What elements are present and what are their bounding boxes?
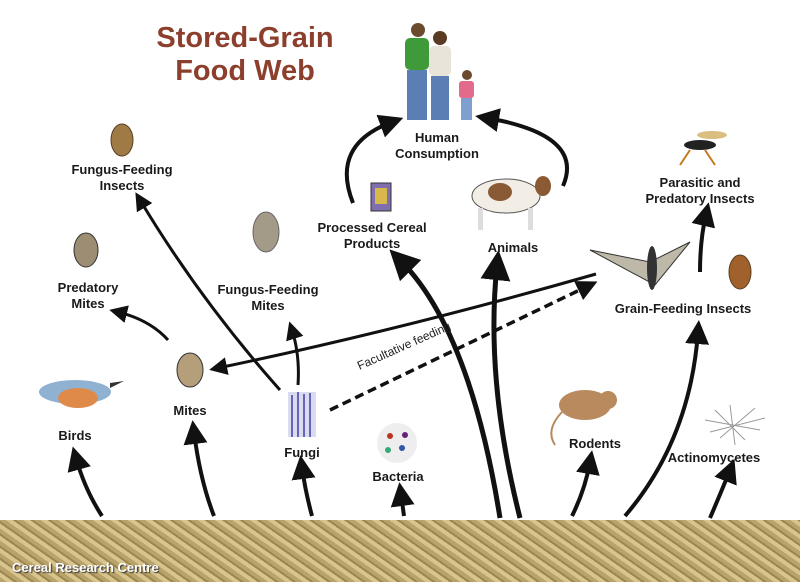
- arrow-grain-to-actinomycetes: [708, 458, 737, 519]
- label-line: Fungus-Feeding: [217, 282, 319, 297]
- arrow-grain-to-birds: [67, 446, 104, 518]
- label-line: Mites: [251, 298, 285, 313]
- label-line: Processed Cereal: [317, 220, 427, 235]
- beetle-illustration: [110, 123, 752, 290]
- mite-illustrations: [73, 211, 280, 388]
- arrow-grain-to-processed: [389, 249, 503, 519]
- actinomycetes-illustration: [704, 404, 766, 446]
- label-line: Mites: [71, 296, 105, 311]
- label-line: Fungus-Feeding: [71, 162, 173, 177]
- humans-illustration: [405, 23, 474, 120]
- arrow-grain-to-mites: [183, 420, 216, 517]
- arrow-grain-to-animals: [480, 250, 523, 519]
- arrow-facultative-feeding: [329, 281, 598, 412]
- label-line: Consumption: [395, 146, 479, 161]
- arrow-grain-to-bacteria: [390, 482, 415, 517]
- cow-illustration: [471, 176, 551, 230]
- stored-grain-bed: [0, 520, 800, 582]
- rodent-illustration: [550, 390, 617, 446]
- label-birds: Birds: [58, 428, 92, 443]
- arrow-grain-to-rodents: [570, 450, 600, 517]
- label-actinomycetes: Actinomycetes: [667, 450, 761, 465]
- label-line: Predatory: [57, 280, 119, 295]
- arrow-grain-insects-to-mites: [209, 272, 597, 375]
- label-line: Parasitic and: [659, 175, 741, 190]
- wasp-illustration: [679, 131, 727, 166]
- arrow-processed-to-human: [344, 114, 404, 204]
- credit-label: Cereal Research Centre: [12, 560, 159, 575]
- arrow-mites-to-predatory-mites: [109, 305, 170, 342]
- cereal-box-illustration: [370, 182, 392, 212]
- arrow-grain-to-grain-insects: [623, 320, 710, 518]
- bird-illustration: [39, 380, 124, 408]
- label-line: Predatory Insects: [645, 191, 755, 206]
- fungi-illustration: [288, 392, 316, 437]
- arrow-animals-to-human: [475, 108, 569, 187]
- label-rodents: Rodents: [569, 436, 621, 451]
- diagram-title: Stored-Grain Food Web: [156, 22, 333, 88]
- arrow-fungi-to-fungus-mites: [286, 321, 304, 386]
- arrow-fungi-to-fungus-insects: [135, 192, 282, 391]
- label-line: Human: [414, 130, 460, 145]
- title-line-1: Stored-Grain: [156, 22, 334, 54]
- label-grain-feeding-insects: Grain-Feeding Insects: [614, 301, 752, 316]
- label-line: Insects: [99, 178, 145, 193]
- moth-illustration: [589, 241, 691, 290]
- title-line-2: Food Web: [175, 55, 315, 87]
- label-bacteria: Bacteria: [372, 469, 424, 484]
- label-fungi: Fungi: [284, 445, 320, 460]
- arrow-grain-insects-to-parasitic: [691, 202, 715, 273]
- label-line: Products: [343, 236, 401, 251]
- label-mites: Mites: [173, 403, 207, 418]
- bacteria-illustration: [377, 423, 417, 463]
- label-animals: Animals: [487, 240, 539, 255]
- arrow-grain-to-fungi: [291, 455, 316, 517]
